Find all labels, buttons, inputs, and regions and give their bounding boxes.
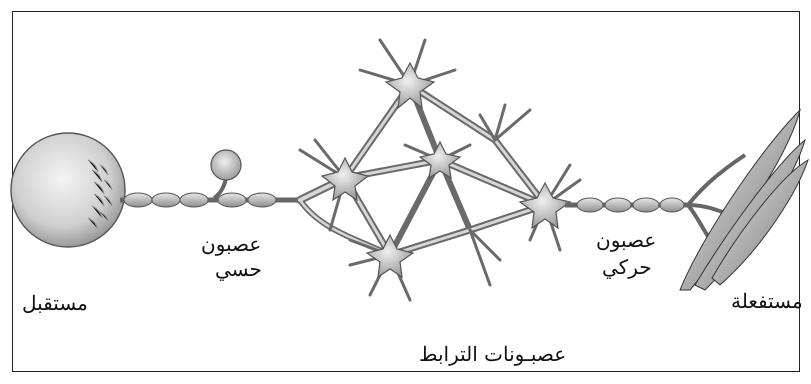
effector-label: مستفعلة: [731, 289, 803, 313]
motor-neuron-label-line1: عصبون: [596, 228, 656, 252]
receptor-cell: [11, 133, 125, 247]
receptor-label: مستقبل: [22, 291, 88, 315]
sensory-neuron-soma: [211, 150, 241, 180]
motor-neuron-label-line2: حركي: [602, 255, 652, 279]
sensory-axon: [120, 178, 300, 207]
sensory-neuron-label-line1: عصبون: [201, 232, 261, 256]
interneurons-label: عصبـونات الترابط: [419, 342, 566, 366]
sensory-neuron-label-line2: حسي: [215, 257, 262, 281]
motor-axon: [565, 198, 690, 212]
effector-muscle: [680, 110, 808, 290]
